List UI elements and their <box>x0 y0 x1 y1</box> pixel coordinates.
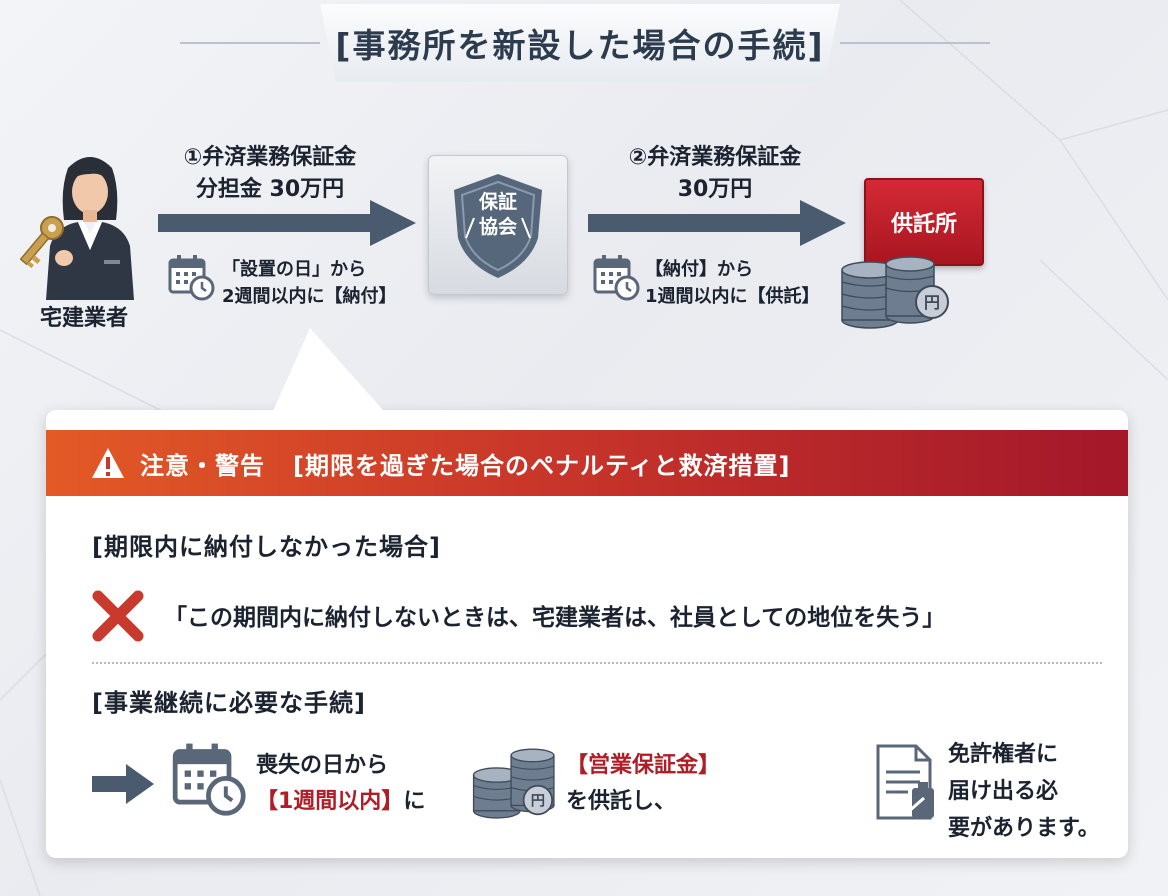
coin-symbol: 円 <box>531 792 545 809</box>
procedure-deadline-line1: 喪失の日から <box>256 753 389 778</box>
calendar-clock-icon <box>593 255 640 301</box>
coin-stack-icon: 円 <box>472 748 555 819</box>
shield-icon <box>454 174 542 278</box>
coin-symbol: 円 <box>924 293 940 312</box>
warning-header: 注意・警告 [期限を過ぎた場合のペナルティと救済措置] <box>46 430 1128 496</box>
association-label-line2: 協会 <box>478 216 517 238</box>
arrow-right-icon <box>92 764 154 804</box>
step1-line2: 分担金 30万円 <box>195 177 345 202</box>
procedure-deposit-highlight: 【営業保証金】 <box>566 753 721 778</box>
document-pen-icon <box>876 744 934 820</box>
calendar-clock-icon <box>172 743 246 816</box>
procedure-deposit: 【営業保証金】 を供託し、 <box>566 748 720 820</box>
warning-triangle-icon <box>92 448 124 478</box>
procedure-notify-line3: 要があります。 <box>948 816 1100 841</box>
section-title-continuation: [事業継続に必要な手続] <box>92 689 366 717</box>
actor-label: 宅建業者 <box>40 306 129 331</box>
section-divider <box>92 662 1102 664</box>
step2-label: ②弁済業務保証金 30万円 <box>580 142 850 206</box>
step1-deadline-line1: 「設置の日」から <box>222 259 366 280</box>
warning-header-left: 注意・警告 <box>140 451 265 480</box>
step2-line1: ②弁済業務保証金 <box>628 145 802 170</box>
warning-header-right: [期限を過ぎた場合のペナルティと救済措置] <box>293 451 791 480</box>
step2-line2: 30万円 <box>677 177 753 202</box>
step1-label: ①弁済業務保証金 分担金 30万円 <box>135 142 405 206</box>
procedure-notify-line1: 免許権者に <box>948 742 1059 767</box>
section-title-missed-deadline: [期限内に納付しなかった場合] <box>92 533 441 561</box>
procedure-deposit-line2: を供託し、 <box>566 789 677 814</box>
calendar-clock-icon <box>168 255 215 301</box>
procedure-deadline-suffix: に <box>403 789 426 814</box>
procedure-deadline: 喪失の日から 【1週間以内】に <box>256 748 425 820</box>
title-banner: [事務所を新設した場合の手続] <box>150 0 1020 84</box>
card-pointer <box>270 328 390 418</box>
person-with-key-icon <box>20 157 134 300</box>
procedure-notify: 免許権者に 届け出る必 要があります。 <box>948 736 1100 847</box>
step2-deadline-line1: 【納付】から <box>645 259 753 280</box>
step2-deadline-line2: 1週間以内に【供託】 <box>645 286 820 307</box>
arrow-right-icon <box>158 200 416 246</box>
title-rule-right <box>840 42 990 44</box>
page-title: [事務所を新設した場合の手続] <box>320 4 840 82</box>
arrow-right-icon <box>588 200 846 246</box>
penalty-quote: 「この期間内に納付しないときは、宅建業者は、社員としての地位を失う」 <box>164 605 946 631</box>
deposit-office-box: 供託所 <box>864 178 984 266</box>
association-label-line1: 保証 <box>478 191 517 213</box>
step1-line1: ①弁済業務保証金 <box>183 145 357 170</box>
coin-stack-icon: 円 <box>841 256 949 329</box>
procedure-notify-line2: 届け出る必 <box>948 779 1059 804</box>
association-label: 保証 協会 <box>428 190 568 240</box>
cross-mark-icon <box>92 590 144 642</box>
step1-deadline-line2: 2週間以内に【納付】 <box>222 286 397 307</box>
title-rule-left <box>180 42 320 44</box>
procedure-deadline-highlight: 【1週間以内】 <box>256 789 404 814</box>
step1-deadline: 「設置の日」から 2週間以内に【納付】 <box>222 256 397 310</box>
step2-deadline: 【納付】から 1週間以内に【供託】 <box>645 256 820 310</box>
